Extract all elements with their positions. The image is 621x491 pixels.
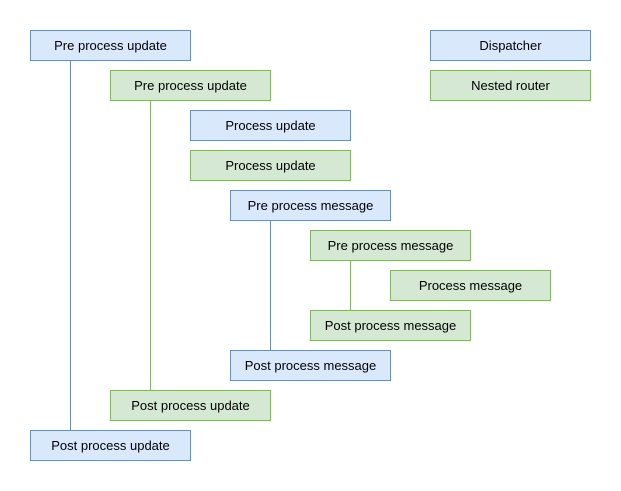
node-router-post-process-update: Post process update (110, 390, 271, 421)
node-dispatcher-process-update: Process update (190, 110, 351, 141)
connector-router-update (150, 101, 151, 390)
legend-dispatcher: Dispatcher (430, 30, 591, 61)
connector-router-message (350, 261, 351, 310)
node-dispatcher-pre-process-message: Pre process message (230, 190, 391, 221)
node-router-post-process-message: Post process message (310, 310, 471, 341)
node-router-process-update: Process update (190, 150, 351, 181)
connector-dispatcher-update (70, 61, 71, 430)
connector-dispatcher-message (270, 221, 271, 350)
node-dispatcher-post-process-update: Post process update (30, 430, 191, 461)
node-router-pre-process-message: Pre process message (310, 230, 471, 261)
node-router-process-message: Process message (390, 270, 551, 301)
node-router-pre-process-update: Pre process update (110, 70, 271, 101)
node-dispatcher-pre-process-update: Pre process update (30, 30, 191, 61)
node-dispatcher-post-process-message: Post process message (230, 350, 391, 381)
legend-nested-router: Nested router (430, 70, 591, 101)
